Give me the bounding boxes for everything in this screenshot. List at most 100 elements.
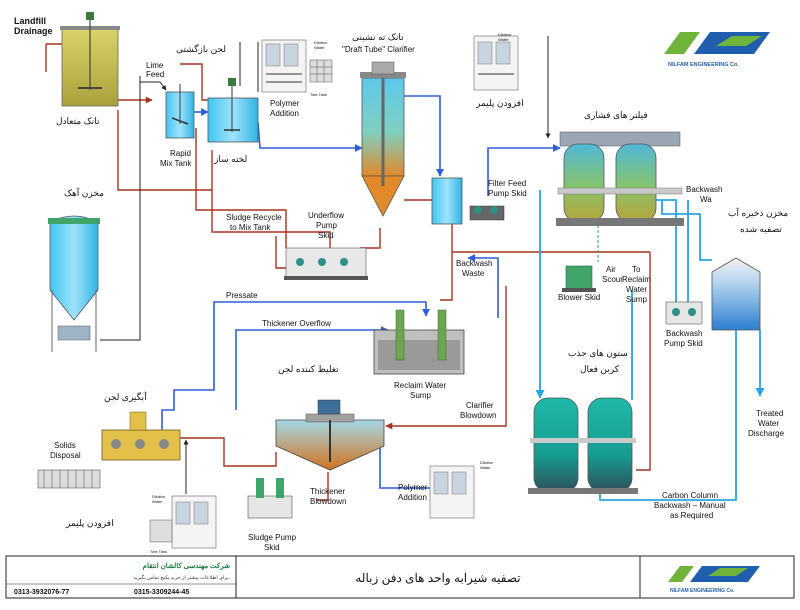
sludge-thickener[interactable]	[275, 399, 385, 471]
carbon-columns[interactable]	[528, 397, 638, 494]
sludge-pump-skid[interactable]	[247, 478, 293, 519]
backwash-waste-label-2: Waste	[462, 269, 485, 278]
thickener-blowdown-line	[316, 472, 329, 501]
draft-tube-clarifier[interactable]	[360, 61, 406, 217]
underflow-pump-skid[interactable]	[284, 247, 368, 280]
thickener-blowdown-label: Thickener	[310, 487, 345, 496]
polymer-addition-b-label-2: Addition	[398, 493, 427, 502]
lime-feed-label-2: Feed	[146, 70, 164, 79]
underflow-label-2: Pump	[316, 221, 337, 230]
clarifier-blowdown-label: Clarifier	[466, 401, 494, 410]
clarifier-en-label: "Draft Tube" Clarifier	[342, 45, 415, 54]
dilution-water-top-label: Dilution	[314, 40, 327, 45]
dilution-water-top-label-2: Water	[314, 45, 325, 50]
filter-feed-label: Filter Feed	[488, 179, 526, 188]
sand-filters-fa-label: فیلتر های فشاری	[584, 110, 648, 121]
polymer-fa-bottom-label: افزودن پلیمر	[65, 518, 114, 529]
underflow-label-3: Skid	[318, 231, 334, 240]
dilution-water-right-label: Dilution	[498, 32, 511, 37]
to-reclaim-label-2: Reclaim	[622, 275, 651, 284]
solids-disposal-label: Solids	[54, 441, 76, 450]
sludge-pump-label-2: Skid	[264, 543, 280, 552]
storage-tank-fa-label: مخزن ذخیره آب	[728, 207, 788, 219]
dilution-water-bottom-label-2: Water	[480, 465, 491, 470]
lime-feed-line	[100, 76, 141, 341]
company-logo-bottom: NILFAM ENGINEERING Co.	[668, 566, 760, 594]
thickener-overflow-line	[235, 326, 389, 410]
title-block-phone-1: 0313-3932076-77	[14, 589, 69, 596]
rapid-mix-label: Rapid	[170, 149, 191, 158]
filter-feed-tank[interactable]	[431, 177, 463, 225]
filter-feed-label-2: Pump Skid	[488, 189, 527, 198]
blower-skid[interactable]	[562, 265, 596, 292]
reclaim-sump-label-2: Sump	[410, 391, 431, 400]
reclaim-sump-label: Reclaim Water	[394, 381, 446, 390]
recycle-to-mix-line	[195, 128, 287, 248]
lime-to-mix-line	[140, 81, 167, 91]
polymer-addition-label: Polymer	[270, 99, 300, 108]
flocculator-tank[interactable]	[207, 78, 259, 143]
clarifier-overflow-line	[404, 199, 453, 301]
floc-to-clarifier-line	[257, 121, 363, 152]
backwash-return-line	[452, 251, 651, 471]
to-reclaim-label-3: Water	[626, 285, 647, 294]
carbon-columns-fa-label-2: کربن فعال	[580, 364, 620, 375]
backwash-pump-label: Backwash	[666, 329, 702, 338]
sludge-dewatering-press[interactable]	[37, 411, 181, 489]
title-block-title: تصفیه شیرابه واحد های دفن زباله	[355, 571, 520, 585]
reclaim-water-sump[interactable]	[373, 309, 465, 375]
lime-feed-label: Lime	[146, 61, 164, 70]
logo-name-top: NILFAM ENGINEERING Co.	[668, 62, 739, 68]
backwash-pump-skid[interactable]	[665, 301, 703, 325]
carbon-backwash-label-2: Backwash – Manual	[654, 501, 726, 510]
dilution-water-right-label-2: Water	[498, 37, 509, 42]
treated-water-storage-tank[interactable]	[711, 257, 761, 331]
polymer-addition-b-label: Polymer	[398, 483, 428, 492]
title-block-note: برای اطلاعات بیشتر از خرید پکیج تماس بگی…	[133, 574, 230, 581]
treated-water-label-3: Discharge	[748, 429, 785, 438]
tote-tank-dewater-label: Tote Tank	[150, 549, 167, 554]
sludge-recycle-line	[117, 110, 331, 248]
sludge-return-line	[180, 63, 210, 101]
treated-water-label-2: Water	[758, 419, 779, 428]
logo-name-bottom: NILFAM ENGINEERING Co.	[670, 588, 735, 594]
air-scour-label-2: Scour	[602, 275, 623, 284]
clarifier-to-filterfeed-line	[404, 95, 444, 177]
dilution-water-dewater-label: Dilution	[152, 494, 165, 499]
clarifier-fa-label: تانک ته نشینی	[352, 32, 404, 42]
backwash-label-2: Wa	[700, 195, 712, 204]
thickener-blowdown-label-2: Blowdown	[310, 497, 346, 506]
landfill-drainage-label-2: Drainage	[14, 26, 53, 36]
rapid-mix-label-2: Mix Tank	[160, 159, 192, 168]
landfill-drainage-label: Landfill	[14, 16, 46, 26]
backwash-waste-label: Backwash	[456, 259, 492, 268]
tote-tank-top-label: Tote Tank	[310, 92, 327, 97]
filter-feed-pump-skid[interactable]	[469, 205, 505, 221]
polymer-skid-bottom[interactable]	[429, 465, 475, 519]
backwash-pump-label-2: Pump Skid	[664, 339, 703, 348]
sludge-thickener-fa-label: تغلیظ کننده لجن	[278, 364, 339, 375]
equalization-tank[interactable]	[60, 12, 120, 107]
pressure-filters[interactable]	[556, 131, 684, 226]
polymer-skid-right[interactable]	[473, 35, 519, 91]
dewater-feed-line	[180, 437, 277, 467]
polymer-skid-top[interactable]	[261, 39, 333, 93]
polymer-skid-dewater[interactable]	[149, 495, 217, 549]
carbon-backwash-label-3: as Required	[670, 511, 713, 520]
carbon-backwash-label: Carbon Column	[662, 491, 718, 500]
air-scour-label: Air	[606, 265, 616, 274]
lime-silo[interactable]	[48, 215, 100, 352]
polymer-bottom-line	[376, 439, 430, 489]
polymer-addition-label-2: Addition	[270, 109, 299, 118]
filterfeed-to-filters-line	[487, 144, 561, 196]
underflow-label: Underflow	[308, 211, 344, 220]
sludge-recycle-label-2: to Mix Tank	[230, 223, 271, 232]
thickener-overflow-label: Thickener Overflow	[262, 319, 331, 328]
title-block	[5, 555, 795, 599]
rapid-mix-tank[interactable]	[165, 84, 195, 139]
landfill-inlet-line	[45, 43, 62, 72]
filters-to-storage-line	[661, 200, 712, 261]
equalization-fa-label: تانک متعادل	[56, 116, 100, 126]
lime-silo-fa-label: مخزن آهک	[64, 187, 104, 199]
